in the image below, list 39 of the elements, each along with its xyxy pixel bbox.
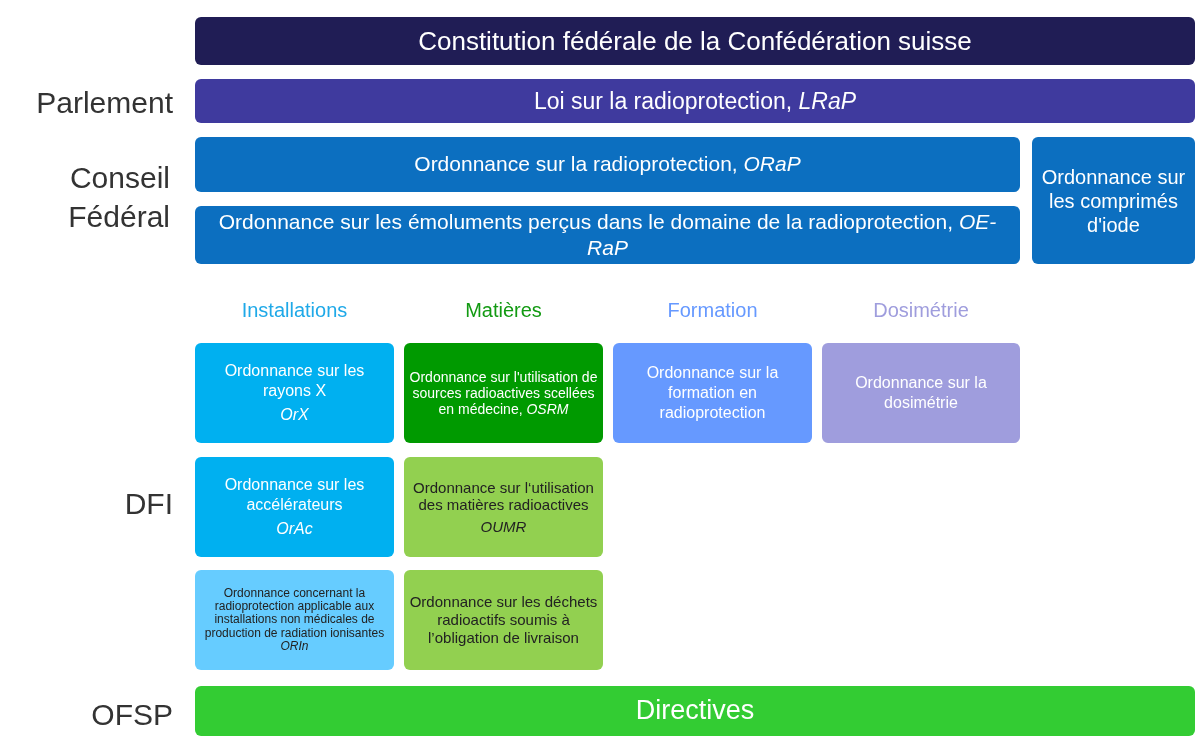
- ordinance-title: Directives: [635, 694, 755, 728]
- ordinance-title: Constitution fédérale de la Confédération suisse: [418, 24, 972, 58]
- column-heading: Dosimétrie: [872, 298, 970, 323]
- column-heading: Installations: [240, 298, 349, 323]
- level-label: DFI: [123, 486, 173, 522]
- ordinance-title: Ordonnance sur la dosimétrie: [854, 373, 988, 413]
- ordinance-title: Ordonnance concernant la radioprotection applicable aux installations non médicales de production de radiation ionisantes: [203, 587, 386, 640]
- ordinance-box: [195, 570, 394, 670]
- ordinance-title: Ordonnance sur les accélérateurs: [223, 475, 366, 515]
- abbreviation: ORIn: [280, 639, 309, 653]
- ordinance-title: Ordonnance sur les émoluments perçus dans le domaine de la radioprotection, OE-RaP: [217, 208, 998, 261]
- ordinance-title: Ordonnance sur les déchets radioactifs soumis à l’obligation de livraison: [408, 593, 599, 647]
- abbreviation: OrAc: [276, 519, 313, 539]
- directives-banner: [195, 686, 1195, 736]
- ordinance-box: [404, 343, 603, 443]
- abbreviation: OrX: [280, 405, 309, 425]
- column-heading: Matières: [464, 298, 543, 323]
- ordinance-title: Ordonnance sur l'utilisation de sources radioactives scellées en médecine, OSRM: [408, 368, 599, 418]
- ordinance-box: [822, 343, 1020, 443]
- ordinance-title: Ordonnance sur la formation en radioprotection: [645, 363, 780, 423]
- ordinance-box: [613, 343, 812, 443]
- ordinance-title: Ordonnance sur les rayons X: [223, 361, 366, 401]
- law-banner: [195, 79, 1195, 123]
- constitution-banner: [195, 17, 1195, 65]
- ordinance-box: [195, 457, 394, 557]
- ordinance-box: [1032, 137, 1195, 264]
- ordinance-banner: [195, 137, 1020, 192]
- abbreviation: OUMR: [480, 517, 527, 535]
- level-label: Conseil Fédéral: [67, 160, 170, 235]
- column-heading: Formation: [666, 298, 759, 323]
- ordinance-title: Ordonnance sur les comprimés d'iode: [1040, 164, 1187, 237]
- ordinance-box: [404, 457, 603, 557]
- ordinance-box: [195, 343, 394, 443]
- ordinance-title: Ordonnance sur l‘utilisation des matières radioactives: [412, 479, 595, 514]
- level-label: Parlement: [35, 85, 173, 121]
- ordinance-title: Ordonnance sur la radioprotection, ORaP: [414, 151, 801, 178]
- level-label: OFSP: [90, 697, 173, 733]
- ordinance-title: Loi sur la radioprotection, LRaP: [533, 86, 857, 116]
- ordinance-box: [404, 570, 603, 670]
